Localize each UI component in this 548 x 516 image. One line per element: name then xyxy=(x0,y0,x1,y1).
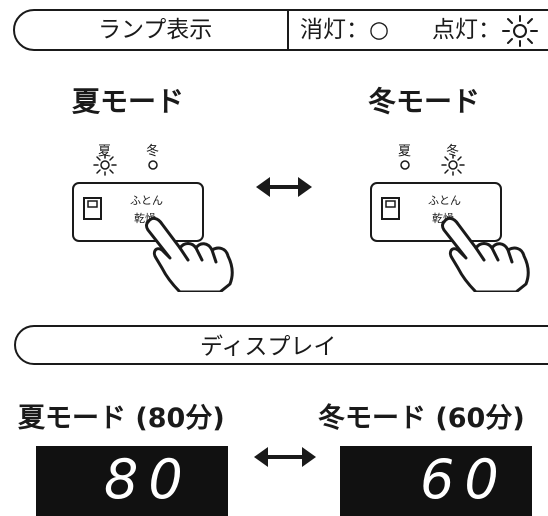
summer-led-label: 夏 xyxy=(398,144,412,159)
button-text-line1: ふとん xyxy=(428,194,461,207)
winter-mode-title: 冬モード xyxy=(368,85,481,118)
lamp-section-title: ランプ表示 xyxy=(98,17,213,43)
display-section-title: ディスプレイ xyxy=(200,334,337,360)
unlit-lamp-icon xyxy=(400,160,410,170)
lit-lamp-icon xyxy=(441,154,465,176)
winter-display-panel xyxy=(340,446,532,516)
off-legend: 消灯：○ xyxy=(300,17,390,43)
summer-led-label: 夏 xyxy=(98,144,112,159)
futon-dry-button[interactable] xyxy=(72,182,204,242)
futon-icon xyxy=(83,197,102,220)
unlit-lamp-icon xyxy=(148,160,158,170)
winter-led-label: 冬 xyxy=(146,144,160,159)
lit-lamp-icon xyxy=(502,15,538,47)
double-arrow-icon xyxy=(254,447,316,467)
on-legend: 点灯： xyxy=(432,17,501,43)
pointing-hand-icon xyxy=(441,216,530,292)
lamp-header-bar xyxy=(13,9,548,51)
winter-display-digits: 60 xyxy=(420,448,509,511)
double-arrow-icon xyxy=(256,177,312,197)
futon-icon xyxy=(381,197,400,220)
pointing-hand-icon xyxy=(145,216,234,292)
display-header-bar xyxy=(14,325,548,365)
summer-display-title: 夏モード (80分) xyxy=(18,403,225,434)
button-text-line1: ふとん xyxy=(130,194,163,207)
winter-led-label: 冬 xyxy=(446,144,460,159)
lit-lamp-icon xyxy=(93,154,117,176)
summer-display-digits: 80 xyxy=(104,448,193,511)
summer-display-panel xyxy=(36,446,228,516)
winter-display-title: 冬モード (60分) xyxy=(318,403,525,434)
futon-dry-button[interactable] xyxy=(370,182,502,242)
summer-mode-title: 夏モード xyxy=(72,85,185,118)
